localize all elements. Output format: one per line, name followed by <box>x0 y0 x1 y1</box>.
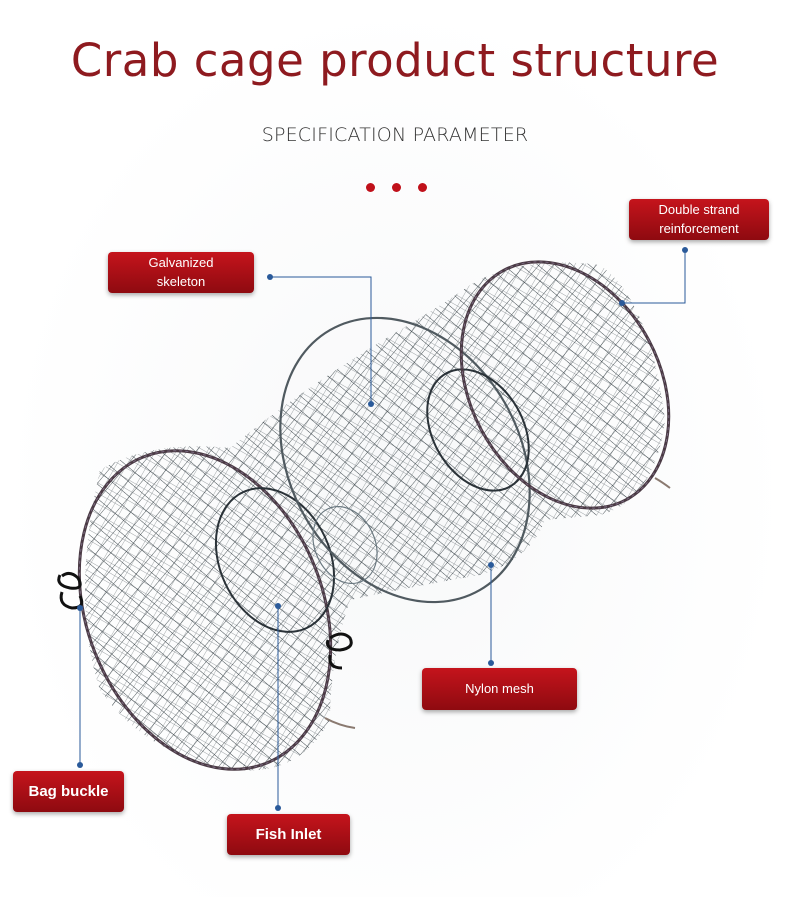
label-text: Nylon mesh <box>465 680 534 696</box>
page-subtitle: SPECIFICATION PARAMETER <box>261 124 529 146</box>
label-line: Double strand <box>658 201 740 217</box>
dot-icon <box>366 183 375 192</box>
leader-lines <box>79 250 686 808</box>
dot-icon <box>418 183 427 192</box>
label-double-strand-reinforcement: Double strand reinforcement <box>629 199 769 240</box>
label-text: Fish Inlet <box>255 825 322 843</box>
label-galvanized-skeleton: Galvanized skeleton <box>108 252 254 293</box>
label-line: reinforcement <box>659 220 739 236</box>
bag-buckle-icon <box>57 571 353 670</box>
label-fish-inlet: Fish Inlet <box>227 814 350 855</box>
leader-dots <box>77 247 688 811</box>
label-line: skeleton <box>156 273 206 289</box>
label-text: Bag buckle <box>28 782 109 800</box>
label-nylon-mesh: Nylon mesh <box>422 668 577 710</box>
cage-body <box>85 262 665 771</box>
cage-rings <box>77 260 671 771</box>
page-title: Crab cage product structure <box>70 34 720 87</box>
decorative-dots <box>366 183 428 193</box>
label-bag-buckle: Bag buckle <box>13 771 124 812</box>
dot-icon <box>392 183 401 192</box>
label-line: Galvanized <box>148 254 214 270</box>
rope-tail <box>324 477 671 729</box>
